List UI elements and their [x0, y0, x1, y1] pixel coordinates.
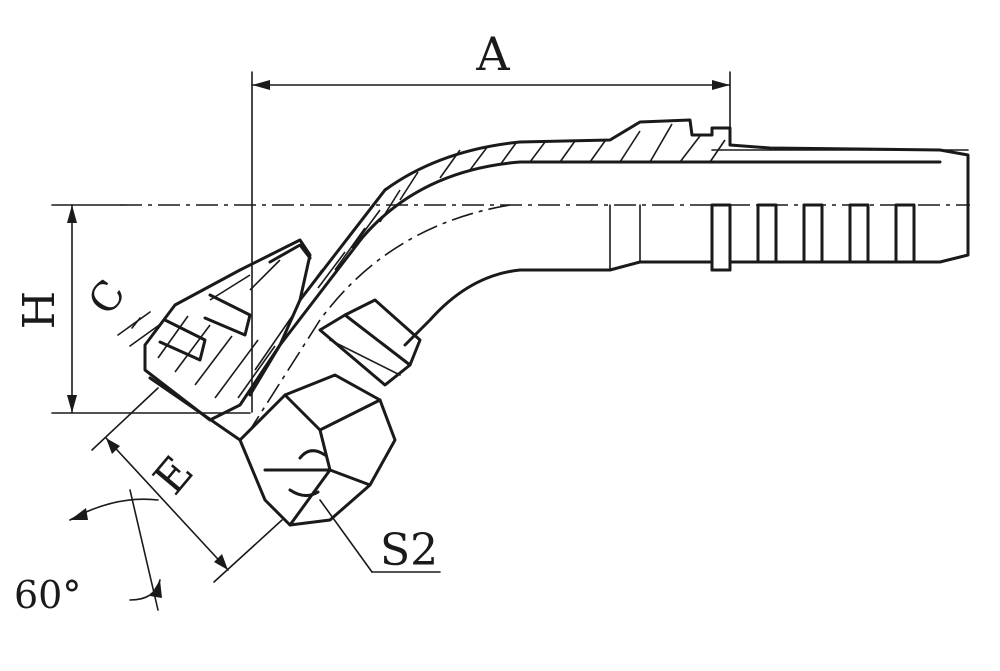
- label-c: C: [80, 272, 135, 323]
- label-s2: S2: [380, 525, 438, 576]
- dimension-c: C: [80, 272, 163, 347]
- center-lines: [120, 204, 970, 431]
- hose-tail: [360, 118, 970, 347]
- barb-grooves: [710, 149, 969, 272]
- hex-nut: [238, 373, 397, 527]
- wall-hatching: [379, 123, 726, 223]
- angled-body: [143, 188, 422, 442]
- angle-60: 60°: [14, 489, 162, 617]
- dimension-h: H: [14, 204, 251, 414]
- dimension-e: E: [91, 387, 283, 583]
- dimension-a: A: [251, 27, 731, 413]
- label-a: A: [475, 27, 510, 81]
- nut-hatching: [157, 259, 296, 399]
- label-angle: 60°: [14, 573, 81, 617]
- label-h: H: [14, 291, 65, 329]
- label-e: E: [144, 447, 204, 504]
- dimension-s2: S2: [319, 499, 441, 576]
